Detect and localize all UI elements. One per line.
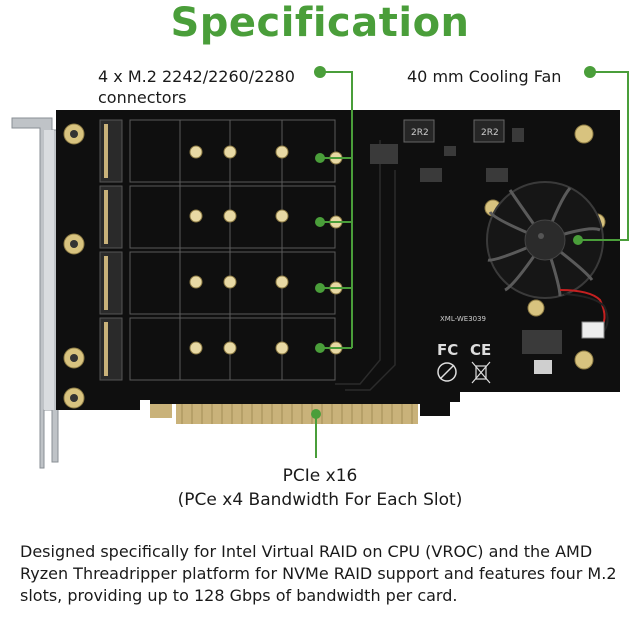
- model-marking: XML-WE3039: [440, 315, 486, 323]
- product-description: Designed specifically for Intel Virtual …: [20, 542, 617, 605]
- pcie-label-line2: (PCe x4 Bandwidth For Each Slot): [177, 490, 463, 510]
- cooling-fan: [486, 181, 604, 299]
- ce-logo-icon: CE: [470, 341, 491, 359]
- inductor-1-marking: 2R2: [411, 128, 429, 138]
- pb-free-icon: [437, 362, 457, 382]
- fc-logo-icon: FC: [437, 341, 458, 359]
- green-dot-icon: [311, 66, 596, 419]
- fan-header: [581, 321, 605, 339]
- pci-bracket: [11, 117, 59, 469]
- m2-connectors: [99, 119, 123, 381]
- pcie-label-line1: PCIe x16: [282, 466, 358, 486]
- m2-standoffs: [189, 145, 343, 355]
- callout-lines: [315, 71, 629, 458]
- weee-bin-icon: [471, 361, 491, 384]
- connectors-callout-label: 4 x M.2 2242/2260/2280 connectors: [98, 67, 295, 107]
- fan-callout-label: 40 mm Cooling Fan: [407, 67, 562, 86]
- pcie-callout-label: PCIe x16 (PCe x4 Bandwidth For Each Slot…: [0, 464, 640, 512]
- inductor-2-marking: 2R2: [481, 128, 499, 138]
- power-inductors: [403, 119, 505, 143]
- page-title: Specification: [170, 0, 470, 46]
- m2-slot-outlines: [129, 119, 336, 381]
- pcie-edge-connector: [150, 404, 418, 424]
